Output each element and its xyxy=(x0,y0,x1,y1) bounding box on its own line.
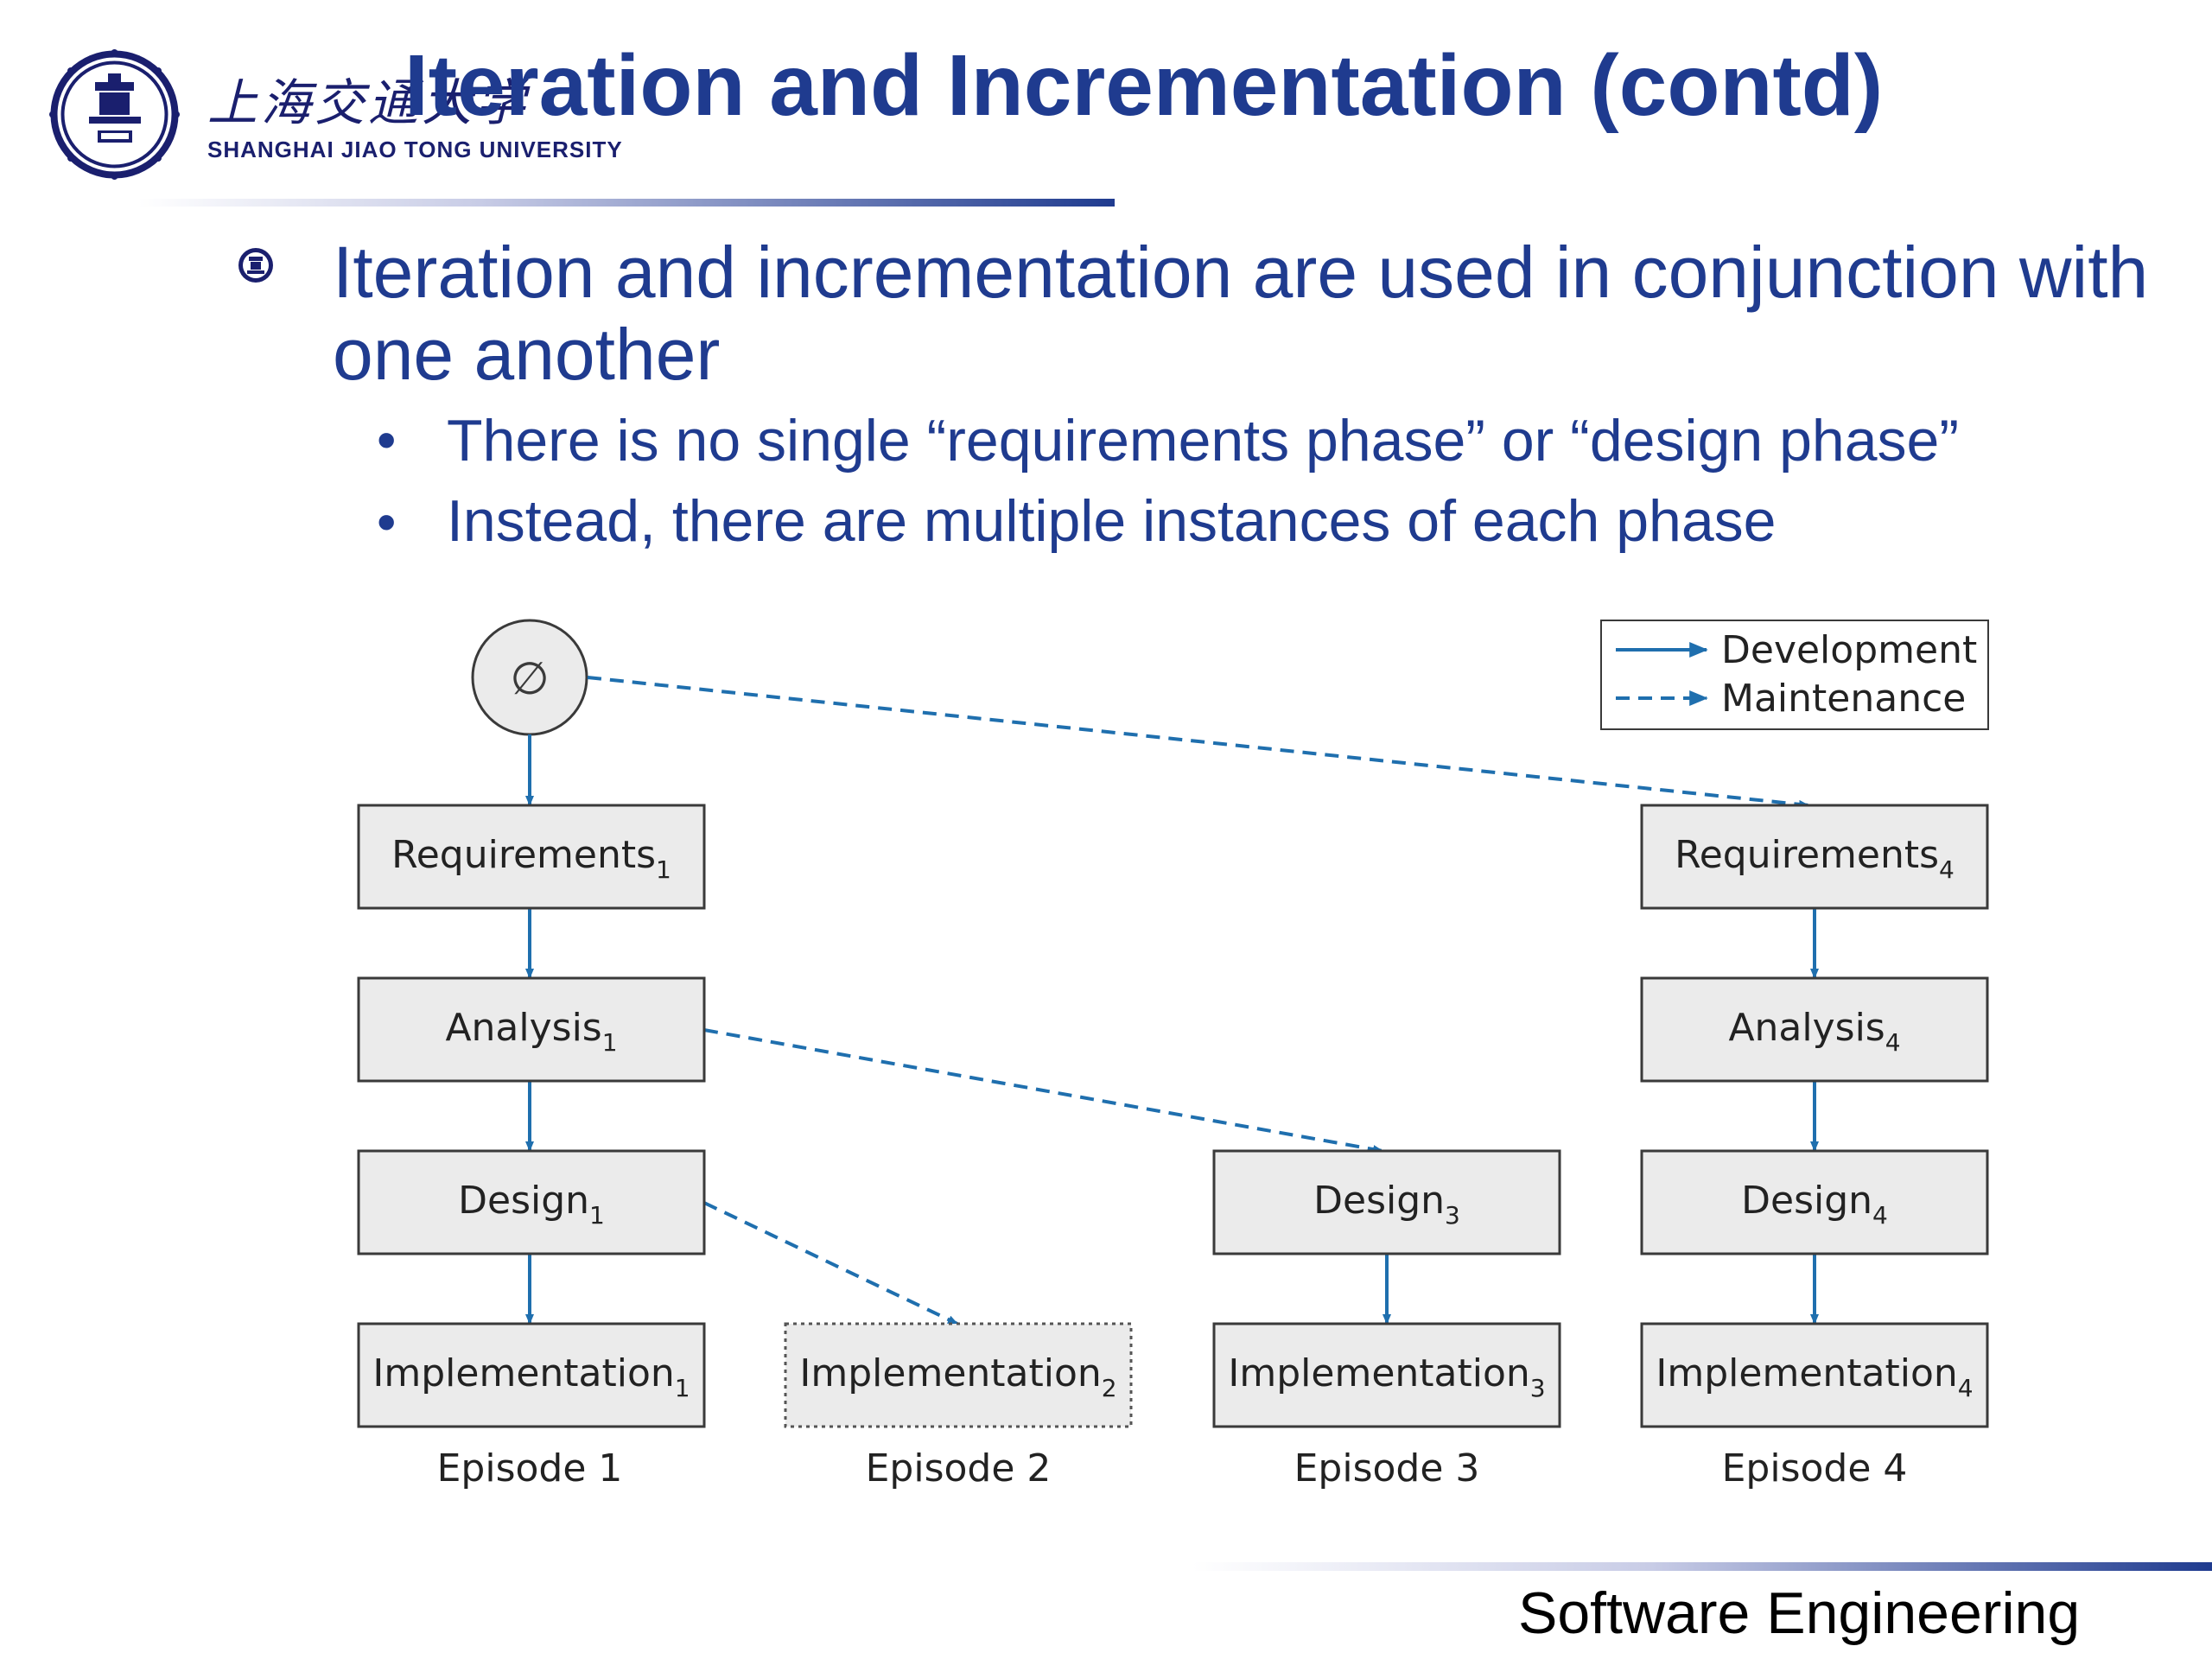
logo-chinese-name: 上海交通大学 xyxy=(207,73,530,132)
seal-bullet-icon xyxy=(238,248,273,283)
svg-text:Implementation2: Implementation2 xyxy=(799,1351,1116,1402)
node-analysis-4: Analysis4 xyxy=(1640,976,1989,1083)
maint-arrow xyxy=(703,1028,1383,1154)
node-subscript: 4 xyxy=(1958,1374,1974,1402)
slide-title: Iteration and Incrementation (contd) xyxy=(404,37,1884,134)
university-seal-logo xyxy=(49,49,180,180)
node-subscript: 1 xyxy=(675,1374,690,1402)
node-subscript: 1 xyxy=(589,1201,605,1230)
svg-text:Analysis1: Analysis1 xyxy=(445,1006,617,1057)
svg-text:Requirements1: Requirements1 xyxy=(391,833,671,884)
node-design-4: Design4 xyxy=(1640,1149,1989,1255)
maint-arrow xyxy=(587,676,1809,809)
svg-text:Requirements4: Requirements4 xyxy=(1675,833,1955,884)
node-implementation-1: Implementation1 xyxy=(357,1322,706,1428)
node-label: Requirements xyxy=(1675,833,1939,877)
node-label: Design xyxy=(1741,1179,1872,1223)
sub-bullet-dot: • xyxy=(377,491,397,553)
node-label: Analysis xyxy=(1728,1006,1885,1050)
legend-development-label: Development xyxy=(1721,628,1977,672)
node-design-1: Design1 xyxy=(357,1149,706,1255)
maint-arrow xyxy=(703,1201,958,1325)
svg-text:Design4: Design4 xyxy=(1741,1179,1888,1230)
svg-text:Implementation4: Implementation4 xyxy=(1656,1351,1973,1402)
node-subscript: 2 xyxy=(1102,1374,1117,1402)
node-label: Design xyxy=(1313,1179,1445,1223)
episode-label: Episode 2 xyxy=(866,1446,1052,1491)
node-implementation-3: Implementation3 xyxy=(1212,1322,1561,1428)
svg-text:Implementation3: Implementation3 xyxy=(1228,1351,1545,1402)
node-subscript: 4 xyxy=(1885,1028,1901,1057)
legend-maintenance-label: Maintenance xyxy=(1721,677,1966,721)
title-underline xyxy=(138,199,1115,207)
node-implementation-2: Implementation2 xyxy=(784,1322,1133,1428)
logo-english-name: SHANGHAI JIAO TONG UNIVERSITY xyxy=(207,137,623,162)
episode-label: Episode 4 xyxy=(1722,1446,1908,1491)
node-subscript: 4 xyxy=(1939,855,1955,884)
node-label: Implementation xyxy=(372,1351,674,1395)
node-subscript: 1 xyxy=(602,1028,618,1057)
episode-label: Episode 3 xyxy=(1294,1446,1480,1491)
node-requirements-1: Requirements1 xyxy=(357,804,706,910)
svg-text:Design3: Design3 xyxy=(1313,1179,1460,1230)
footer-rule xyxy=(1192,1562,2212,1571)
episode-label: Episode 1 xyxy=(437,1446,623,1491)
sub-bullet-text: Instead, there are multiple instances of… xyxy=(447,488,1777,554)
node-implementation-4: Implementation4 xyxy=(1640,1322,1989,1428)
node-subscript: 4 xyxy=(1872,1201,1888,1230)
svg-text:Implementation1: Implementation1 xyxy=(372,1351,690,1402)
node-label: Analysis xyxy=(445,1006,601,1050)
sub-bullet-dot: • xyxy=(377,409,397,471)
svg-text:Analysis4: Analysis4 xyxy=(1728,1006,1900,1057)
node-analysis-1: Analysis1 xyxy=(357,976,706,1083)
node-subscript: 1 xyxy=(656,855,671,884)
node-label: Implementation xyxy=(1228,1351,1529,1395)
footer-course-name: Software Engineering xyxy=(1518,1580,2081,1646)
node-label: Design xyxy=(458,1179,589,1223)
node-label: Implementation xyxy=(1656,1351,1957,1395)
node-label: Requirements xyxy=(391,833,656,877)
sub-bullet-text: There is no single “requirements phase” … xyxy=(447,408,1960,474)
start-node: ∅ xyxy=(471,619,588,736)
node-label: Implementation xyxy=(799,1351,1101,1395)
empty-set-symbol: ∅ xyxy=(510,653,549,705)
node-design-3: Design3 xyxy=(1212,1149,1561,1255)
legend: Development Maintenance xyxy=(1600,620,1989,730)
node-subscript: 3 xyxy=(1445,1201,1460,1230)
node-requirements-4: Requirements4 xyxy=(1640,804,1989,910)
svg-text:Design1: Design1 xyxy=(458,1179,605,1230)
node-subscript: 3 xyxy=(1530,1374,1546,1402)
bullet-text: Iteration and incrementation are used in… xyxy=(333,232,2149,395)
